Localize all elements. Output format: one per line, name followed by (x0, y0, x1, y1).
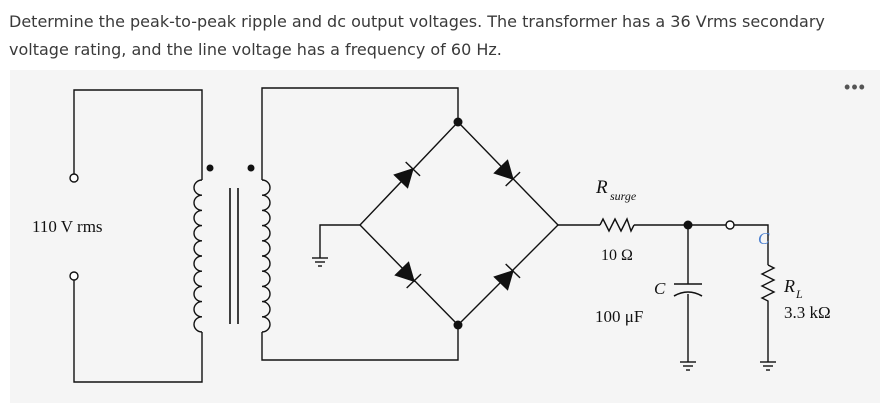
capacitor-symbol: C (654, 279, 666, 298)
junction-output (683, 220, 693, 230)
secondary-wire (261, 87, 459, 361)
primary-coil (193, 179, 203, 333)
bridge-wires (359, 120, 559, 326)
more-options-icon[interactable]: ••• (844, 76, 866, 97)
node-c-label: C (758, 229, 770, 248)
source-label: 110 V rms (32, 217, 103, 236)
input-terminal-bottom (69, 271, 79, 281)
diode-3 (394, 261, 422, 289)
question-text: Determine the peak-to-peak ripple and dc… (9, 12, 825, 59)
output-terminal (725, 220, 735, 230)
circuit-figure: 110 V rms R surge 10 Ω C C 100 μF R L 3.… (10, 70, 880, 403)
capacitor-value: 100 μF (595, 307, 643, 326)
load-resistor (760, 264, 776, 362)
ground-2 (680, 361, 696, 371)
polarity-dot-secondary (247, 164, 255, 172)
rsurge-value: 10 Ω (601, 247, 633, 264)
bridge-ground-wire (319, 224, 360, 258)
load-value: 3.3 kΩ (784, 303, 831, 322)
load-subscript: L (795, 287, 803, 301)
output-wire (558, 224, 769, 265)
rsurge-symbol: R (595, 177, 608, 198)
junction-top (453, 117, 463, 127)
ground-3 (760, 361, 776, 371)
rsurge-subscript: surge (610, 189, 637, 203)
junction-bottom (453, 320, 463, 330)
rsurge-zigzag (599, 217, 635, 233)
primary-wire (73, 89, 203, 383)
diode-4 (493, 263, 521, 291)
input-terminal-top (69, 173, 79, 183)
diode-2 (493, 159, 521, 187)
load-symbol: R (783, 276, 795, 296)
circuit-diagram: 110 V rms R surge 10 Ω C C 100 μF R L 3.… (32, 87, 831, 383)
ground-1 (312, 257, 328, 267)
polarity-dot-primary (206, 164, 214, 172)
diode-1 (393, 161, 421, 189)
secondary-coil (261, 179, 271, 333)
